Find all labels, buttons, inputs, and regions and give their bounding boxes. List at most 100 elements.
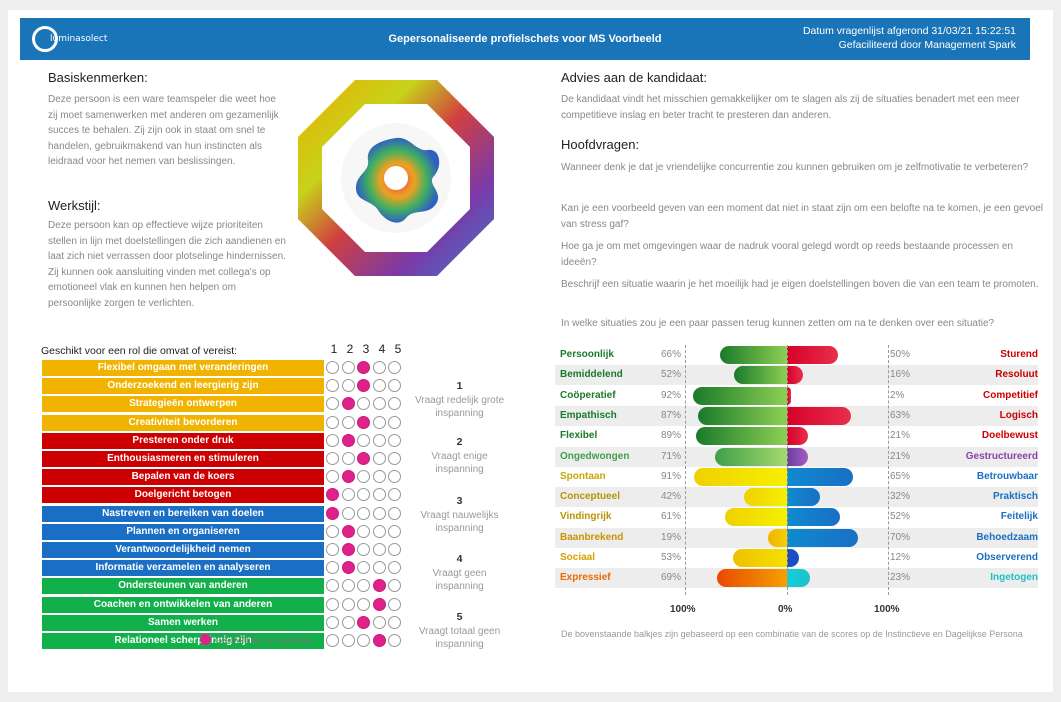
bar-left-label: Expressief — [560, 572, 611, 584]
score-dot-selected-icon — [341, 524, 355, 538]
bar-left-label: Spontaan — [560, 470, 606, 482]
score-dot-selected-icon — [341, 470, 355, 484]
bar-right-label: Observerend — [976, 552, 1038, 563]
bar-left-label: Persoonlijk — [560, 349, 614, 360]
bar-left — [767, 528, 787, 547]
score-dot-icon — [357, 524, 370, 538]
question-5: In welke situaties zou je een paar passe… — [561, 318, 995, 329]
score-dot-icon — [388, 579, 401, 593]
score-dot-icon — [326, 543, 339, 556]
bar-right-label: Praktisch — [992, 491, 1038, 503]
bar-right — [787, 488, 820, 507]
score-dot-icon — [372, 397, 386, 411]
bar-right-value: 16% — [890, 369, 911, 381]
score-dot-selected-icon — [326, 506, 339, 520]
score-dot-icon — [388, 397, 401, 411]
bar-right-label: Competitief — [983, 389, 1038, 401]
score-dot-icon — [372, 506, 386, 520]
profile-wheel — [298, 80, 494, 276]
score-dot-selected-icon — [341, 397, 355, 411]
score-dot-selected-icon — [357, 415, 370, 429]
question-2: Kan je een voorbeeld geven van een momen… — [561, 203, 1043, 230]
axis-label-center: 0% — [778, 604, 793, 615]
bar-left-label: Flexibel — [560, 430, 598, 442]
basis-text: Deze persoon is een ware teamspeler die … — [48, 94, 279, 167]
bar-right — [787, 366, 804, 385]
question-4: Beschrijf een situatie waarin je het moe… — [561, 279, 1039, 290]
score-dot-icon — [357, 579, 370, 593]
score-dot-icon — [388, 615, 401, 629]
score-dots — [326, 506, 406, 522]
score-dot-selected-icon — [372, 634, 386, 647]
fit-title: Geschikt voor een rol die omvat of verei… — [41, 345, 238, 357]
scale-number: 4 — [378, 342, 386, 356]
score-dot-icon — [326, 597, 339, 611]
bar-right-value: 63% — [890, 409, 911, 421]
score-dots — [326, 578, 406, 594]
fit-row: Bepalen van de koers — [42, 469, 324, 486]
bar-right — [787, 508, 841, 527]
bar-left-label: Empathisch — [560, 409, 617, 421]
bar-left — [714, 447, 787, 466]
bar-left-label: Coöperatief — [560, 389, 616, 401]
score-dot-icon — [341, 415, 355, 429]
bar-right-label: Doelbewust — [981, 430, 1038, 442]
fit-row: Strategieën ontwerpen — [42, 396, 324, 413]
score-dot-icon — [341, 579, 355, 593]
score-dot-selected-icon — [372, 597, 386, 611]
header-meta: Datum vragenlijst afgerond 31/03/21 15:2… — [803, 24, 1016, 52]
bar-right-label: Betrouwbaar — [976, 470, 1038, 482]
fit-row: Coachen en ontwikkelen van anderen — [42, 596, 324, 613]
bar-right — [787, 447, 809, 466]
bar-right-value: 70% — [890, 531, 911, 543]
axis-line-right — [888, 345, 889, 595]
bar-left-value: 42% — [660, 491, 681, 503]
score-dot-selected-icon — [357, 361, 370, 374]
scale-number: 1 — [330, 342, 338, 356]
score-dot-icon — [388, 561, 401, 575]
scale-number: 3 — [362, 342, 370, 356]
bar-left — [744, 488, 787, 507]
bar-left-value: 71% — [660, 450, 681, 462]
score-dots — [326, 524, 406, 540]
score-dot-icon — [357, 488, 370, 502]
score-dot-icon — [326, 561, 339, 575]
advies-text: De kandidaat vindt het misschien gemakke… — [561, 94, 1020, 121]
score-dot-icon — [357, 561, 370, 575]
score-dots — [326, 360, 406, 376]
fit-row: Informatie verzamelen en analyseren — [42, 560, 324, 577]
fit-row: Enthousiasmeren en stimuleren — [42, 451, 324, 467]
score-dot-icon — [341, 488, 355, 502]
chart-footnote: De bovenstaande balkjes zijn gebaseerd o… — [561, 629, 1023, 639]
score-dot-icon — [341, 361, 355, 374]
score-dot-icon — [388, 452, 401, 465]
bar-left — [716, 569, 787, 588]
bar-left-value: 69% — [660, 572, 681, 584]
bar-left-label: Sociaal — [560, 552, 596, 563]
fit-row: Samen werken — [42, 614, 324, 631]
score-dots — [326, 542, 406, 558]
score-dot-icon — [388, 415, 401, 429]
fit-row: Verantwoordelijkheid nemen — [42, 542, 324, 558]
bar-left-value: 66% — [660, 349, 681, 360]
score-dot-icon — [326, 615, 339, 629]
bar-left — [698, 406, 787, 425]
bar-left — [694, 467, 787, 486]
score-dot-icon — [326, 634, 339, 647]
bar-left-value: 91% — [660, 470, 681, 482]
bar-right-label: Behoedzaam — [976, 531, 1038, 543]
score-dot-icon — [388, 543, 401, 556]
report-header: luminasolect Gepersonaliseerde profielsc… — [20, 18, 1030, 60]
score-dot-icon — [357, 597, 370, 611]
question-1: Wanneer denk je dat je vriendelijke conc… — [561, 162, 1029, 173]
score-dot-icon — [388, 361, 401, 374]
bar-left — [693, 386, 787, 405]
score-dot-icon — [388, 379, 401, 393]
fit-row: Presteren onder druk — [42, 432, 324, 449]
